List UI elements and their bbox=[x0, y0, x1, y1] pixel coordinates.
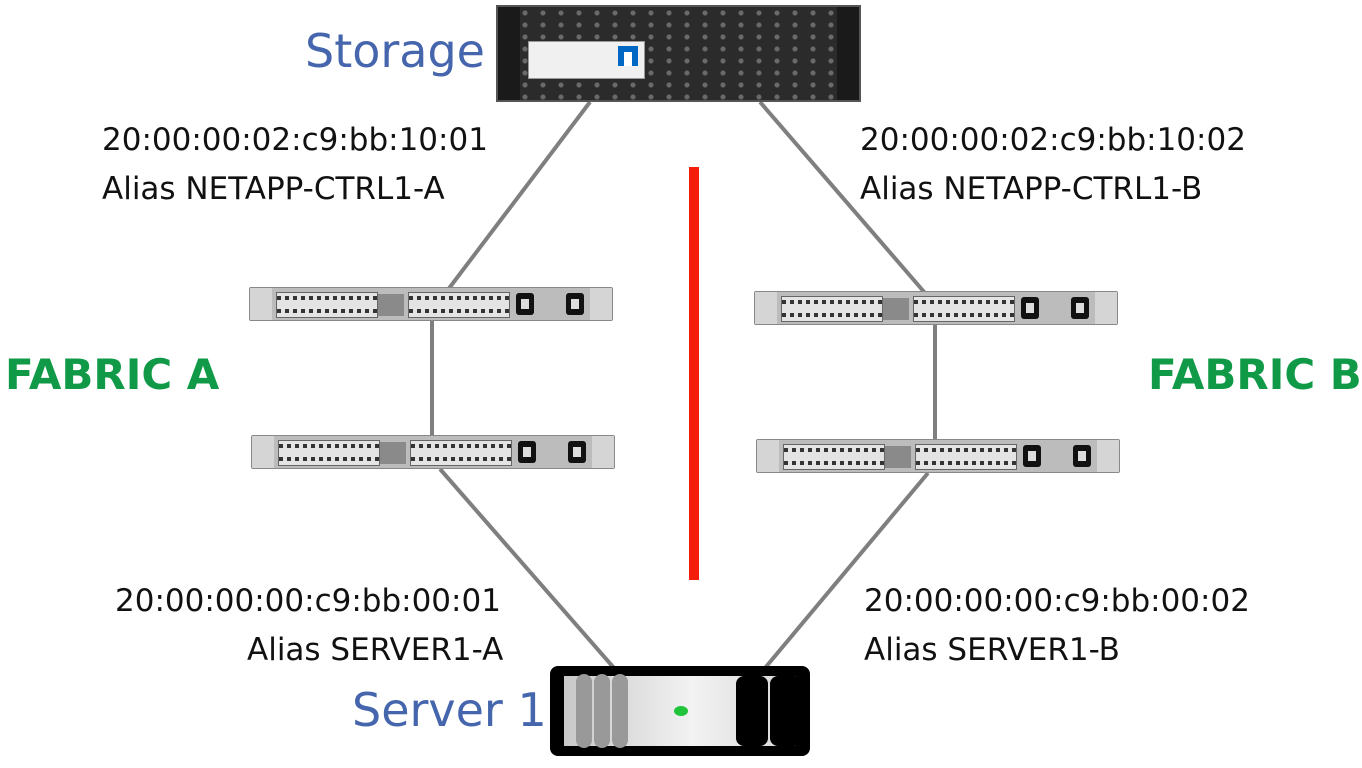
link-storage-to-switch-b1 bbox=[758, 100, 927, 295]
storage-a-alias: Alias NETAPP-CTRL1-A bbox=[102, 171, 445, 207]
server-a-wwn: 20:00:00:00:c9:bb:00:01 bbox=[115, 583, 501, 619]
server-b-wwn: 20:00:00:00:c9:bb:00:02 bbox=[864, 583, 1250, 619]
fabric-b-switch-2-icon bbox=[756, 439, 1120, 473]
storage-b-wwn: 20:00:00:02:c9:bb:10:02 bbox=[860, 122, 1246, 158]
server-label: Server 1 bbox=[352, 683, 547, 737]
fabric-a-switch-2-icon bbox=[251, 435, 615, 469]
storage-a-wwn: 20:00:00:02:c9:bb:10:01 bbox=[102, 122, 488, 158]
server-b-alias: Alias SERVER1-B bbox=[864, 632, 1120, 668]
link-switch-a2-to-server bbox=[438, 467, 616, 670]
fabric-divider bbox=[689, 167, 699, 580]
server-icon bbox=[550, 666, 810, 756]
storage-array-icon bbox=[496, 5, 861, 102]
server-a-alias: Alias SERVER1-A bbox=[247, 632, 504, 668]
link-switch-b2-to-server bbox=[763, 471, 930, 670]
server-status-led-icon bbox=[674, 706, 688, 716]
netapp-logo-icon bbox=[618, 46, 638, 66]
fabric-a-switch-1-icon bbox=[249, 287, 613, 321]
fabric-b-switch-1-icon bbox=[754, 291, 1118, 325]
fabric-b-label: FABRIC B bbox=[1148, 350, 1362, 399]
fabric-a-label: FABRIC A bbox=[5, 350, 220, 399]
link-storage-to-switch-a1 bbox=[445, 100, 592, 293]
storage-label: Storage bbox=[305, 24, 485, 78]
storage-b-alias: Alias NETAPP-CTRL1-B bbox=[860, 171, 1203, 207]
